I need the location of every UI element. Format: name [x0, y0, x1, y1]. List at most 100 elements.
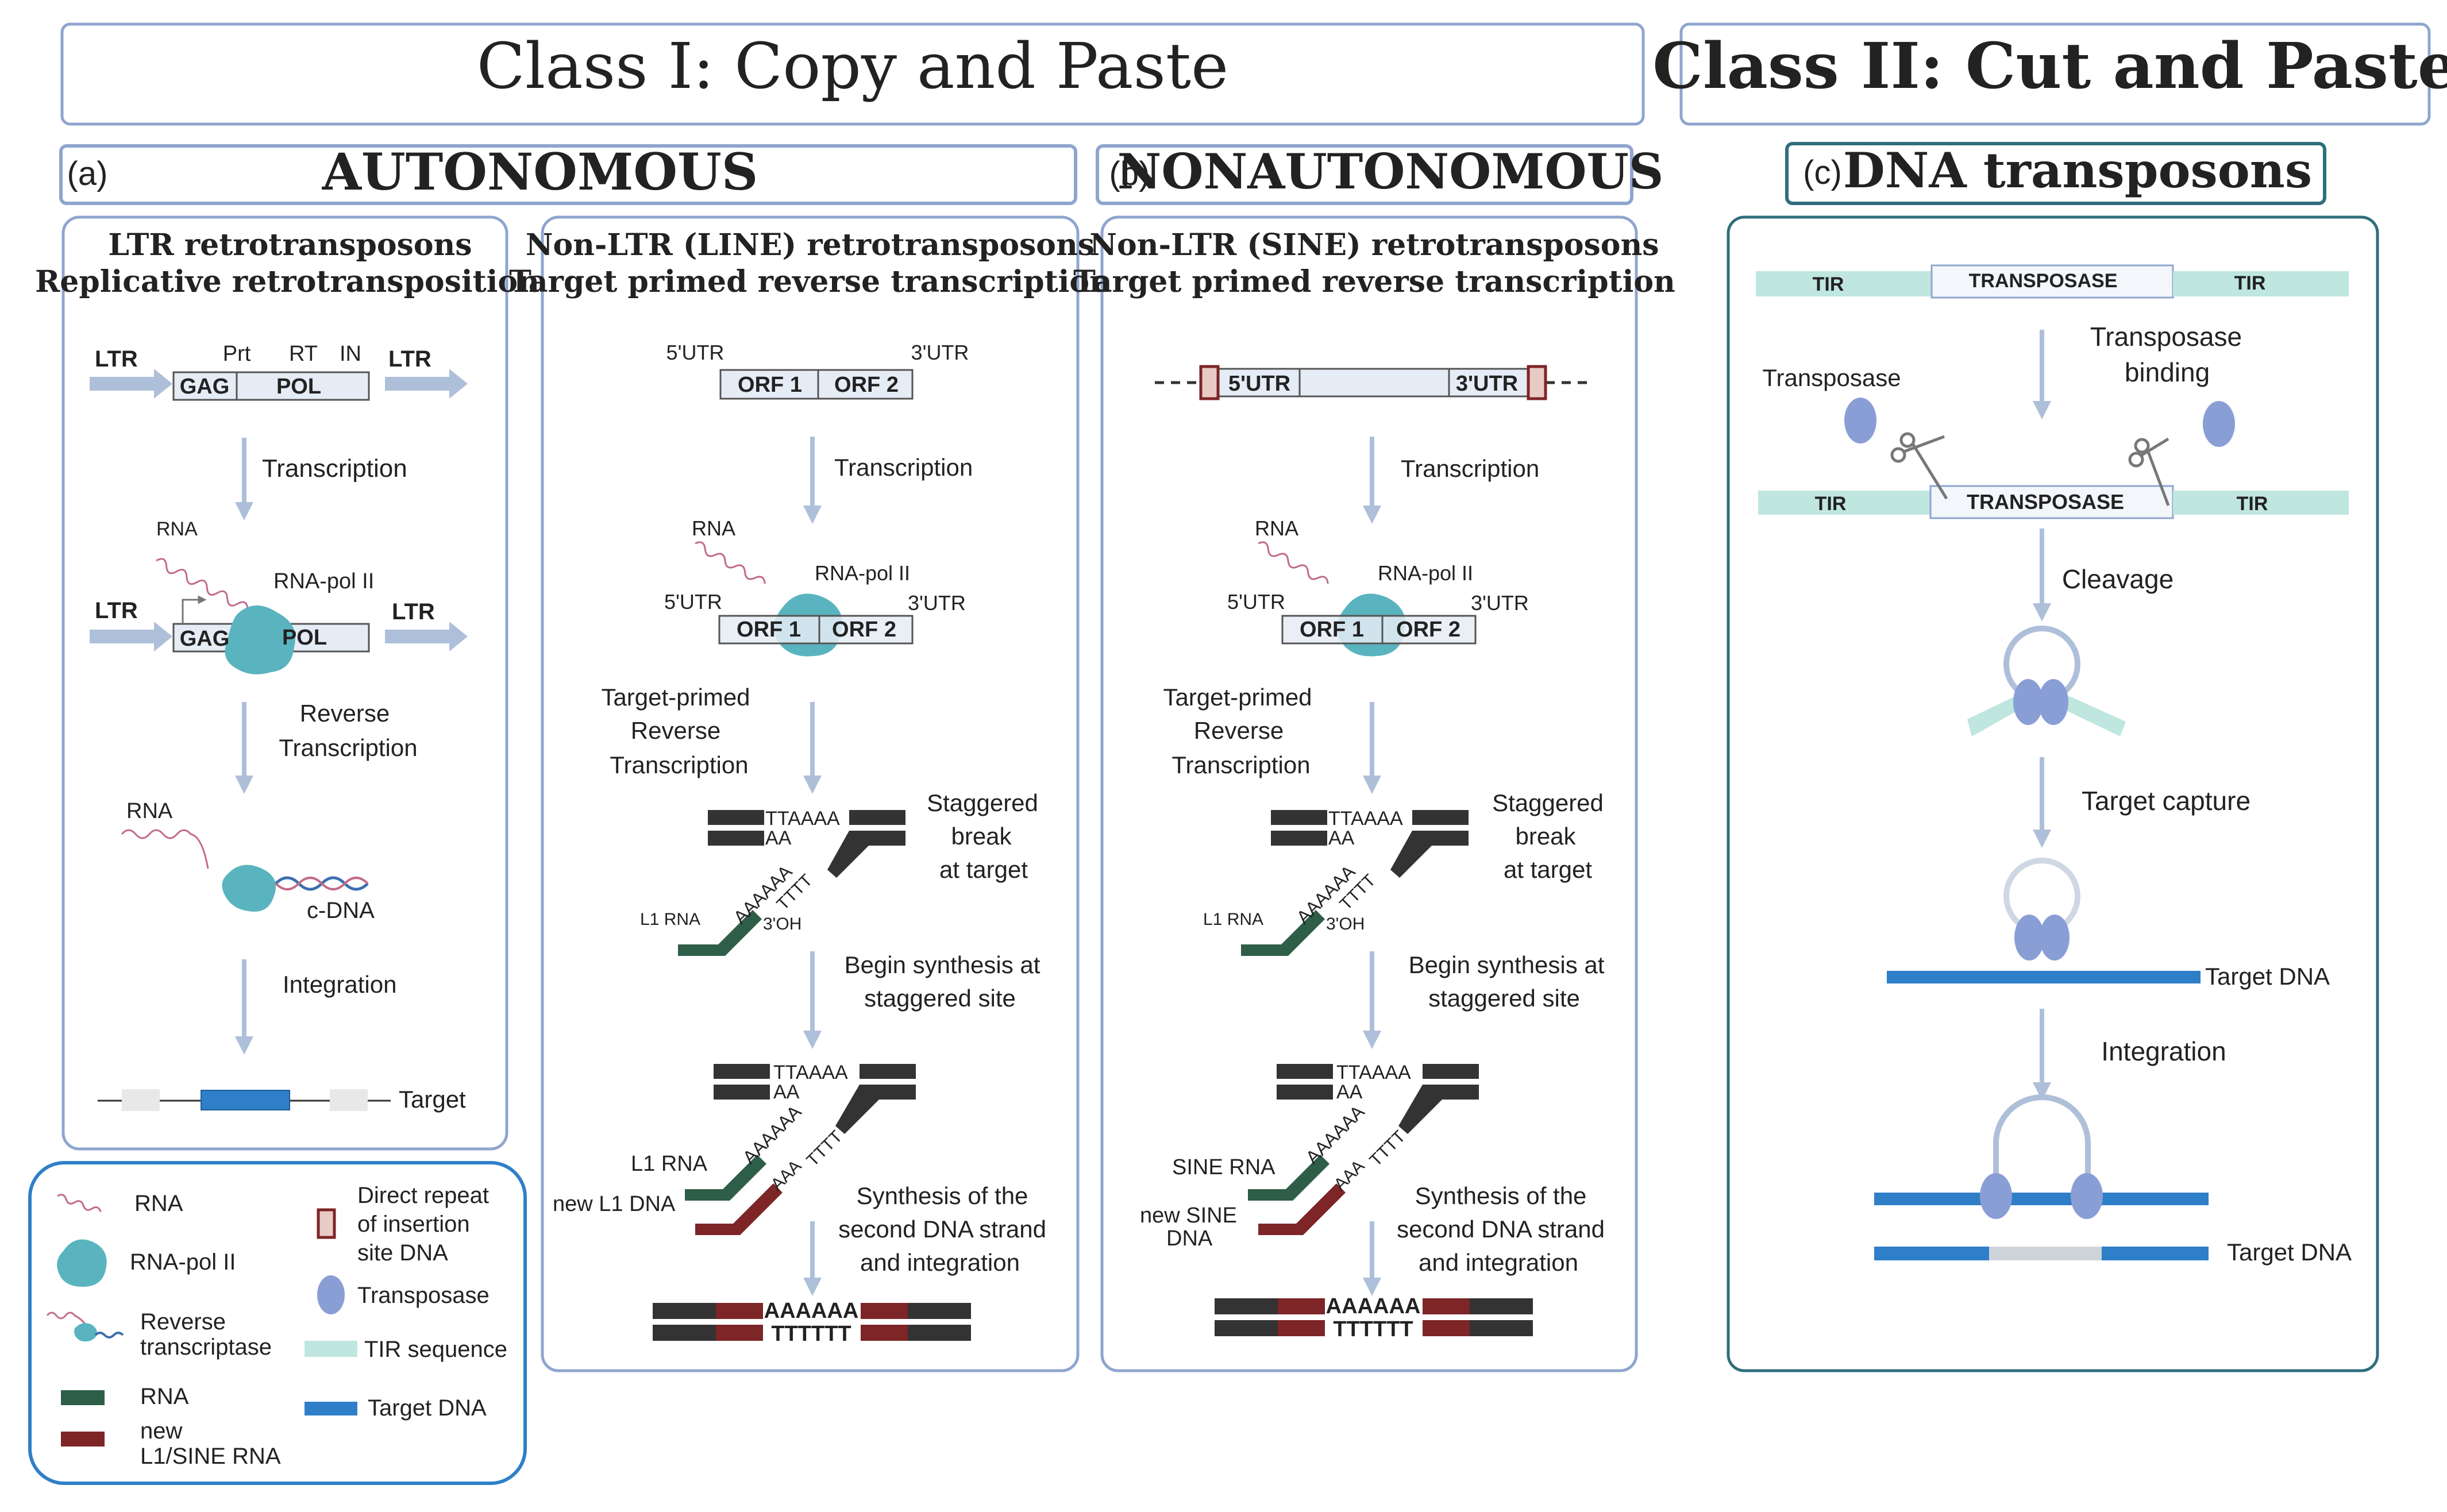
- panel-a-letter: (a): [67, 155, 108, 192]
- in-label: IN: [340, 342, 361, 366]
- line-utr5-b: 5'UTR: [664, 590, 722, 614]
- transposase-gene: [1930, 264, 2174, 299]
- line-title-2: Target primed reverse transcription: [509, 264, 1111, 299]
- legend-new-rna-icon: [61, 1432, 105, 1447]
- sine-orf1: ORF 1: [1300, 618, 1364, 642]
- scissors-icon-left: [1890, 432, 1948, 500]
- legend-rna-dark-icon: [61, 1390, 105, 1405]
- class2-header: Class II: Cut and Paste: [1652, 29, 2447, 103]
- sine-synth2: second DNA strand: [1397, 1216, 1605, 1243]
- legend-rnapol-icon: [57, 1239, 107, 1287]
- line-ttaaaa: TTAAAA: [765, 808, 840, 830]
- legend-rt-icon: [94, 1332, 124, 1339]
- target-dna-label-1: Target DNA: [2205, 963, 2330, 990]
- legend-rt-1: Reverse: [140, 1309, 226, 1334]
- legend-rna-dark: RNA: [140, 1384, 189, 1409]
- line-stag1: Staggered: [927, 789, 1038, 816]
- tir-label-left-2: TIR: [1815, 493, 1847, 515]
- gag-label: GAG: [180, 375, 230, 399]
- direct-repeat-left-sine: [1199, 365, 1220, 400]
- sine-stag1: Staggered: [1492, 789, 1604, 816]
- integrated-element: [1989, 1247, 2102, 1260]
- class1-header-box: [60, 22, 1645, 126]
- ltr-rna-strand: [156, 558, 249, 610]
- transposase-gene-label: TRANSPOSASE: [1969, 270, 2118, 292]
- integration-label: Integration: [2101, 1036, 2226, 1066]
- line-aa-2: AA: [773, 1081, 800, 1103]
- line-rnapol-label: RNA-pol II: [815, 561, 910, 585]
- sine-rnapol-label: RNA-pol II: [1378, 561, 1473, 585]
- sine-orf2: ORF 2: [1396, 618, 1461, 642]
- sine-final-a: AAAAAA: [1326, 1294, 1421, 1318]
- line-dna-top-left: [708, 810, 764, 825]
- sine-utr3-b: 3'UTR: [1471, 591, 1529, 615]
- target-dna-split: [1874, 1193, 2209, 1205]
- legend-rna: RNA: [134, 1191, 183, 1216]
- promoter-arrow-icon: [182, 595, 207, 624]
- legend-target: Target DNA: [368, 1395, 487, 1421]
- line-utr5: 5'UTR: [666, 341, 725, 364]
- legend-dr-2: of insertion: [357, 1212, 470, 1237]
- autonomous-header-box: [59, 144, 1077, 205]
- line-orf1: ORF 1: [738, 373, 802, 397]
- integrated-loop: [1993, 1094, 2091, 1190]
- sine-begin2: staggered site: [1428, 985, 1580, 1012]
- ltr-left-arrow: [90, 369, 172, 399]
- line-l1rna-label: L1 RNA: [640, 910, 700, 929]
- sine-oh: 3'OH: [1326, 915, 1365, 934]
- rt-label: RT: [289, 342, 318, 366]
- dna-transposons-header-box: [1785, 142, 2326, 205]
- ltr-label-left: LTR: [95, 346, 138, 372]
- ltr-right-arrow: [385, 369, 468, 399]
- sine-tttt-2: TTTT: [1366, 1127, 1409, 1170]
- sine-aa-2: AA: [1336, 1081, 1363, 1103]
- direct-repeat-left: [122, 1089, 160, 1111]
- legend-target-icon: [305, 1402, 357, 1415]
- legend-new-2: L1/SINE RNA: [140, 1444, 281, 1469]
- nonautonomous-header-box: [1096, 144, 1633, 205]
- sine-utr5-b: 5'UTR: [1227, 590, 1285, 614]
- autonomous-title: AUTONOMOUS: [322, 142, 758, 202]
- ltr-label-left-2: LTR: [95, 598, 138, 623]
- scissors-icon-right: [2128, 437, 2170, 506]
- reverse-transcriptase-blob: [222, 865, 276, 912]
- sine-ttaaaa: TTAAAA: [1328, 808, 1403, 830]
- line-ttaaaa-2: TTAAAA: [773, 1062, 848, 1083]
- sine-panel: [1100, 215, 1638, 1372]
- pol-label-2: POL: [282, 626, 327, 650]
- sine-synth3: and integration: [1419, 1249, 1578, 1276]
- target-dna-bar: [1887, 971, 2201, 983]
- ltr-reverse-transcription: Transcription: [279, 734, 417, 761]
- legend-rt-2: transcriptase: [140, 1334, 272, 1360]
- line-utr3-b: 3'UTR: [908, 591, 966, 615]
- line-utr3: 3'UTR: [911, 341, 969, 364]
- line-tp2: Reverse: [631, 717, 720, 744]
- line-synth1: Synthesis of the: [857, 1182, 1028, 1209]
- line-new-dna: [695, 1183, 783, 1235]
- tir-label-right: TIR: [2234, 272, 2266, 294]
- ltr-label-right: LTR: [388, 346, 431, 372]
- sine-tp1: Target-primed: [1163, 684, 1312, 711]
- cleavage-label: Cleavage: [2062, 564, 2174, 594]
- line-l1rna-2: L1 RNA: [631, 1152, 708, 1176]
- tir-right: [2173, 271, 2349, 296]
- dna-transposons-title: DNA transposons: [1843, 142, 2312, 199]
- ltr-rna-label-2: RNA: [126, 799, 173, 823]
- sine-utr5: 5'UTR: [1228, 372, 1290, 396]
- excised-tir-right: [2053, 692, 2126, 736]
- nonautonomous-title: NONAUTONOMOUS: [1117, 143, 1664, 200]
- panel-b-letter: (b): [1109, 155, 1150, 192]
- sine-transcription: Transcription: [1401, 455, 1539, 482]
- dna-transposon-column: TIR TRANSPOSASE TIR Transposase Transpos…: [1756, 264, 2352, 1266]
- line-new-l1-label: new L1 DNA: [553, 1192, 676, 1216]
- transposase-gene-label-2: TRANSPOSASE: [1967, 490, 2124, 514]
- line-rna-label: RNA: [692, 516, 735, 540]
- line-stag3: at target: [939, 856, 1028, 883]
- captured-loop: [2003, 858, 2080, 935]
- inserted-element: [201, 1090, 290, 1110]
- direct-repeat-right-sine: [1527, 365, 1547, 400]
- line-synth2: second DNA strand: [838, 1216, 1046, 1243]
- legend-dr-3: site DNA: [357, 1240, 448, 1266]
- line-panel: [541, 215, 1080, 1372]
